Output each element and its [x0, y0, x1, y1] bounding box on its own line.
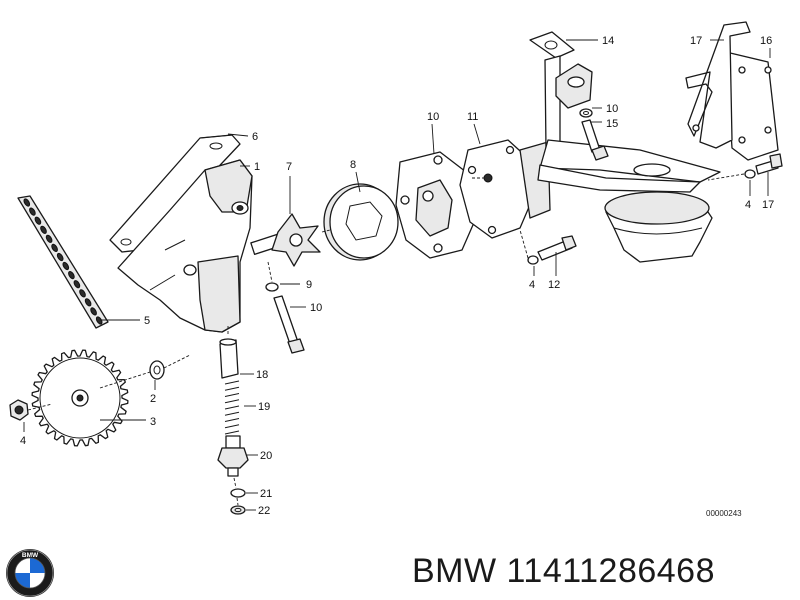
washer [527, 255, 539, 265]
brand-name: BMW [412, 552, 497, 590]
oil-pump-body [117, 159, 253, 333]
part-number: 11411286468 [506, 552, 716, 590]
spring-coil [224, 430, 240, 435]
oil-strainer [604, 191, 713, 263]
callout-17: 16 [760, 35, 772, 47]
sprocket [31, 349, 129, 447]
washer [230, 488, 246, 498]
callout-13: 11 [467, 111, 478, 123]
oil-pickup-tube [529, 31, 721, 193]
chain-link [62, 261, 70, 271]
washer [744, 169, 756, 179]
part-caption: BMW 11411286468 [412, 548, 715, 594]
chain-link [73, 280, 81, 289]
callout-2: 2 [150, 393, 156, 405]
support-bracket [685, 21, 751, 149]
bolt [581, 119, 609, 161]
chain-link [56, 252, 64, 262]
bolt [537, 235, 577, 261]
washer [149, 360, 165, 380]
callout-6: 5 [144, 315, 150, 327]
callout-4: 4 [529, 279, 535, 291]
chain-link [95, 316, 103, 325]
chain-link [45, 234, 53, 243]
spring-coil [224, 411, 240, 416]
pump-rotor [323, 183, 399, 261]
spring-coil [224, 380, 240, 385]
relief-valve-piston [219, 338, 239, 379]
spring-coil [224, 386, 240, 391]
callout-22: 20 [260, 450, 272, 462]
drive-shaft-gear [250, 213, 321, 267]
callout-10: 9 [306, 279, 312, 291]
callout-3: 3 [150, 416, 156, 428]
bmw-roundel-logo: BMW [6, 549, 54, 597]
callout-4: 4 [745, 199, 751, 211]
spring-coil [224, 424, 240, 429]
spring-coil [224, 393, 240, 397]
callout-15: 14 [602, 35, 614, 47]
timing-chain [17, 195, 109, 329]
washer [579, 108, 593, 118]
callout-16: 15 [606, 118, 618, 130]
logo-letters: BMW [22, 552, 39, 559]
relief-valve-spring [224, 380, 240, 435]
callout-11: 10 [310, 302, 322, 314]
callout-numbers: 6 1 7 8 10 11 14 17 16 10 15 9 10 5 2 3 … [20, 35, 774, 517]
diagram-reference-code: 00000243 [706, 509, 742, 518]
callout-12: 10 [427, 111, 439, 123]
circlip [230, 505, 246, 515]
chain-link [84, 298, 92, 307]
chain-link [40, 225, 47, 234]
chain-link [51, 243, 58, 252]
spring-coil [224, 399, 240, 404]
callout-19: 17 [762, 199, 774, 211]
callout-8: 7 [286, 161, 292, 173]
chain-link [29, 207, 36, 216]
callout-18: 17 [690, 35, 702, 47]
chain-link [79, 289, 86, 298]
callout-9: 8 [350, 159, 356, 171]
spring-coil [224, 418, 240, 422]
callout-23: 21 [260, 488, 272, 500]
callout-21: 19 [258, 401, 270, 413]
chain-link [68, 271, 75, 280]
support-bracket [725, 51, 779, 161]
relief-valve-plug [217, 435, 249, 477]
bolt [273, 295, 305, 354]
chain-link [34, 216, 42, 225]
mounting-bracket [109, 134, 241, 253]
callout-10: 10 [606, 103, 618, 115]
chain-link [23, 198, 31, 207]
chain-link [90, 307, 97, 316]
leader-lines [23, 39, 771, 511]
sprocket-nut [9, 399, 29, 421]
callout-5: 4 [20, 435, 26, 447]
pump-cover-plate [395, 151, 477, 259]
washer [265, 282, 279, 292]
callout-7: 6 [252, 131, 258, 143]
spring-coil [224, 405, 240, 410]
callout-24: 22 [258, 505, 270, 517]
pump-housing [459, 139, 551, 239]
callout-1: 1 [254, 161, 260, 173]
callout-20: 18 [256, 369, 268, 381]
callout-14: 12 [548, 279, 560, 291]
bolt [755, 153, 783, 175]
